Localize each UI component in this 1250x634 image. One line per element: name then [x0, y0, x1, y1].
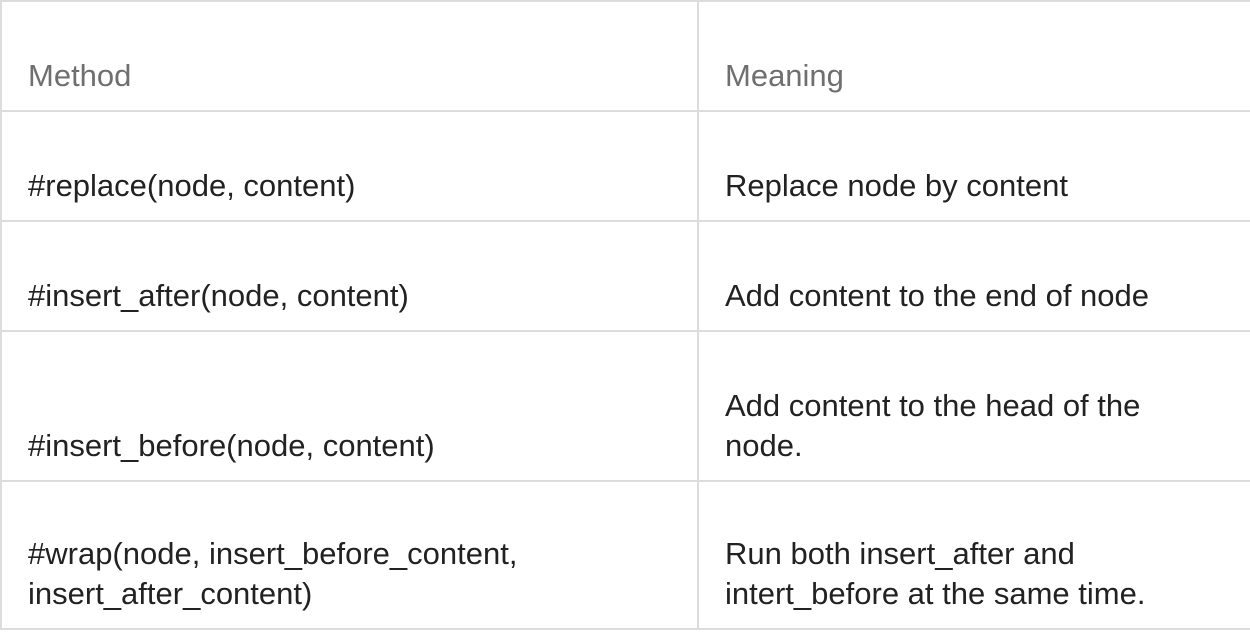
header-row: Method Meaning [0, 0, 1250, 112]
meaning-cell: Replace node by content [697, 110, 1250, 222]
table-row: #replace(node, content) Replace node by … [0, 110, 1250, 222]
method-cell: #wrap(node, insert_before_content, inser… [0, 480, 699, 630]
meaning-cell: Run both insert_after and intert_before … [697, 480, 1250, 630]
column-header-method: Method [0, 0, 699, 112]
table-row: #wrap(node, insert_before_content, inser… [0, 480, 1250, 630]
table-body: #replace(node, content) Replace node by … [0, 110, 1250, 630]
meaning-cell: Add content to the head of the node. [697, 330, 1250, 482]
method-cell: #insert_after(node, content) [0, 220, 699, 332]
method-cell: #replace(node, content) [0, 110, 699, 222]
column-header-meaning: Meaning [697, 0, 1250, 112]
table-row: #insert_before(node, content) Add conten… [0, 330, 1250, 482]
meaning-cell: Add content to the end of node [697, 220, 1250, 332]
method-cell: #insert_before(node, content) [0, 330, 699, 482]
table-row: #insert_after(node, content) Add content… [0, 220, 1250, 332]
table-header: Method Meaning [0, 0, 1250, 112]
